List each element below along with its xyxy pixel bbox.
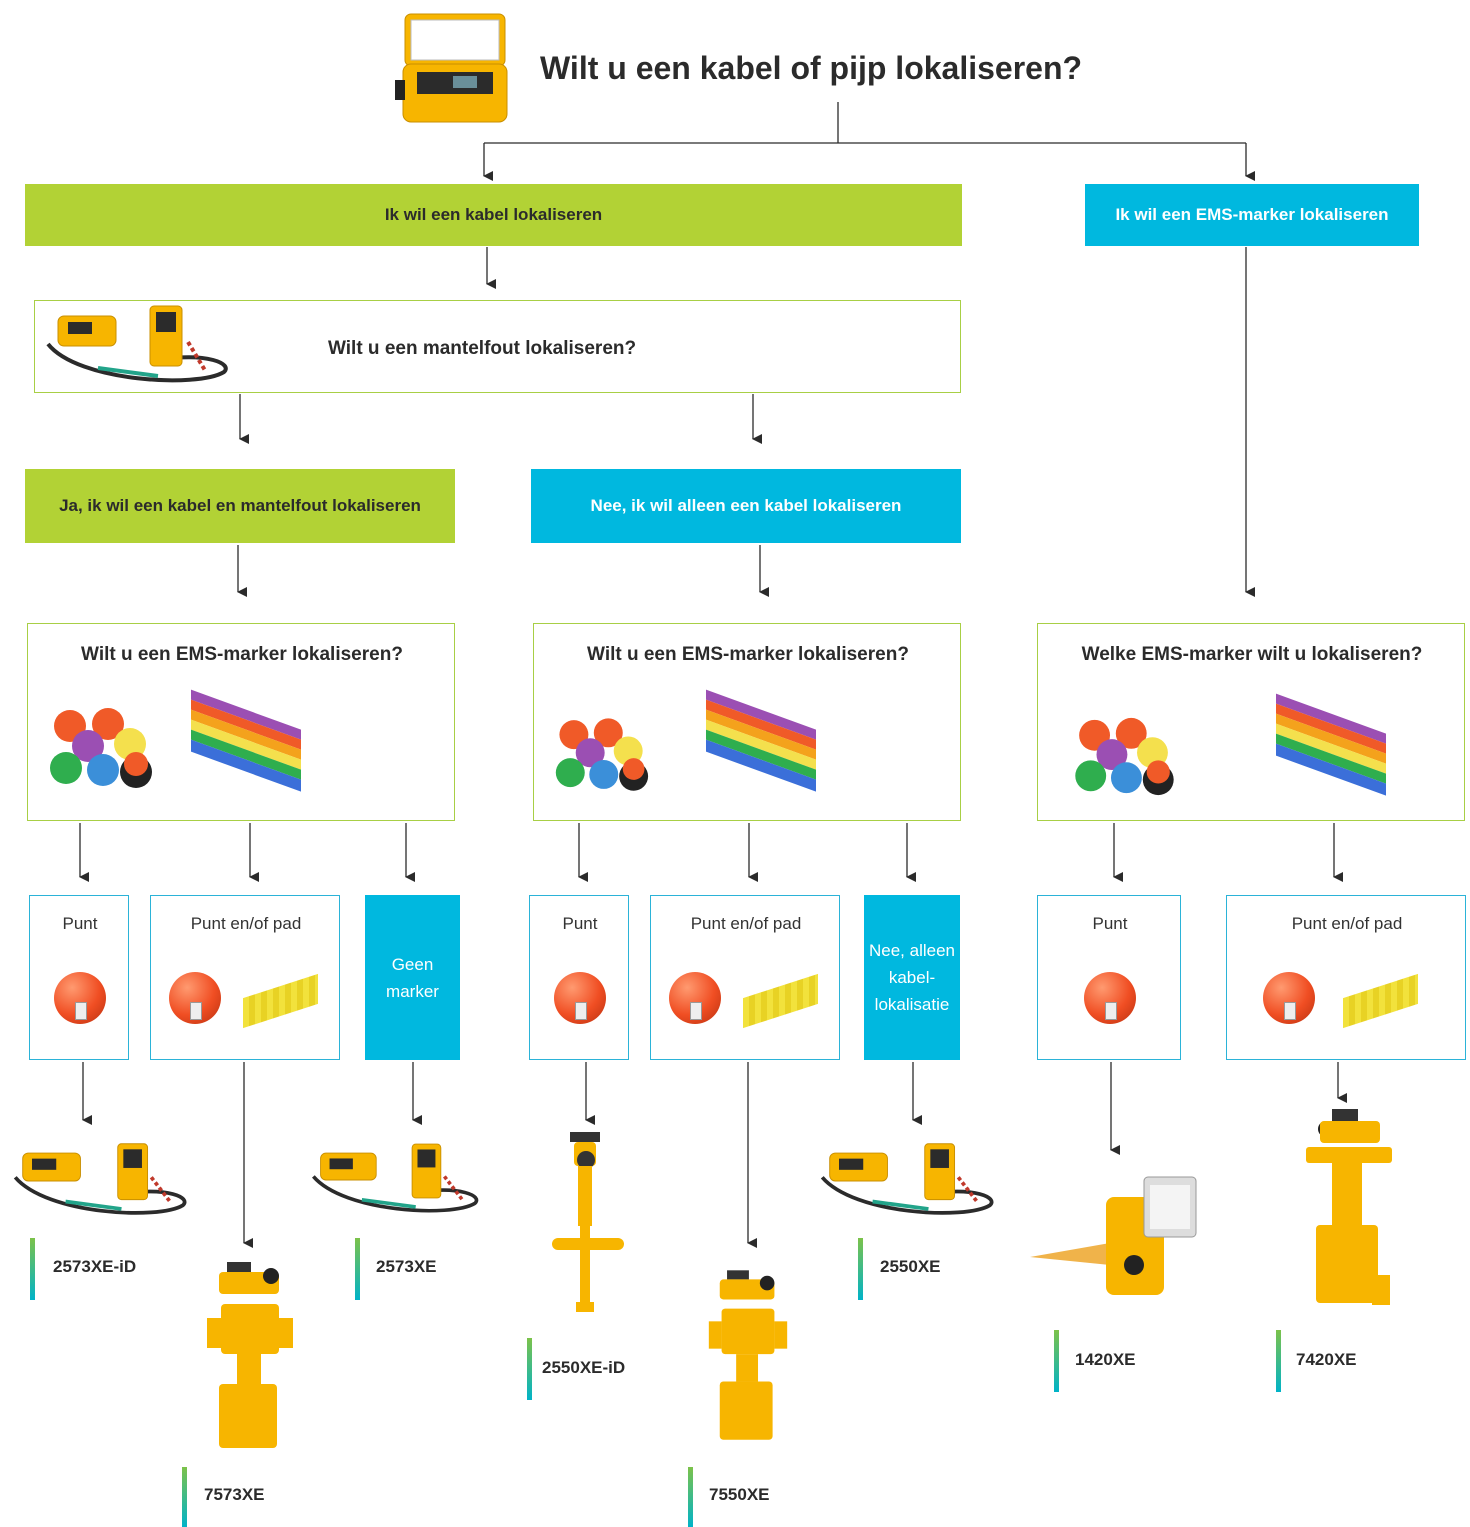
marker-question-box-left: Wilt u een EMS-marker lokaliseren? (27, 623, 455, 821)
model-7573xe: 7573XE (204, 1485, 265, 1504)
locator-kit-icon (8, 1140, 193, 1222)
option-m2-label: Punt en/of pad (690, 914, 802, 933)
option-l1-label: Punt (62, 914, 98, 933)
locator-kit-icon (38, 302, 233, 390)
ems-marker-tape-icon (1266, 690, 1394, 805)
option-l2: Punt en/of pad (150, 895, 340, 1060)
ems-marker-balls-icon (554, 716, 649, 794)
ems-ball-marker-icon (54, 972, 106, 1024)
model-bar (182, 1467, 187, 1527)
utility-locator-icon (707, 1258, 789, 1453)
model-7420xe: 7420XE (1296, 1350, 1357, 1369)
model-1420xe: 1420XE (1075, 1350, 1136, 1369)
model-7550xe: 7550XE (709, 1485, 770, 1504)
locator-kit-icon (815, 1140, 1000, 1222)
marker-question-middle: Wilt u een EMS-marker lokaliseren? (587, 644, 909, 665)
branch-cable: Ik wil een kabel lokaliseren (25, 184, 962, 246)
model-bar (355, 1238, 360, 1300)
option-m1-label: Punt (562, 914, 598, 933)
ems-ball-marker-icon (554, 972, 606, 1024)
option-m1: Punt (529, 895, 629, 1060)
probe-locator-icon (548, 1130, 628, 1320)
answer-no: Nee, ik wil alleen een kabel lokaliseren (531, 469, 961, 543)
model-bar (1276, 1330, 1281, 1392)
option-l3: Geen marker (365, 895, 460, 1060)
option-r1: Punt (1037, 895, 1181, 1060)
model-2573xe-id: 2573XE-iD (53, 1257, 137, 1276)
ems-ball-marker-icon (169, 972, 221, 1024)
locator-kit-icon (308, 1140, 483, 1220)
ems-marker-tape-icon (696, 686, 824, 801)
branch-ems: Ik wil een EMS-marker lokaliseren (1085, 184, 1419, 246)
model-bar (30, 1238, 35, 1300)
model-2550xe-id: 2550XE-iD (542, 1358, 626, 1377)
option-l1: Punt (29, 895, 129, 1060)
marker-locator-icon (1302, 1105, 1397, 1315)
option-m3: Nee, alleen kabel-lokalisatie (864, 895, 960, 1060)
model-bar (1054, 1330, 1059, 1392)
option-r2: Punt en/of pad (1226, 895, 1466, 1060)
ems-marker-tape-icon (181, 686, 309, 801)
model-bar (527, 1338, 532, 1400)
option-l2-label: Punt en/of pad (190, 914, 302, 933)
sheath-question: Wilt u een mantelfout lokaliseren? (328, 338, 637, 359)
transmitter-case-icon (393, 10, 517, 128)
ems-marker-balls-icon (48, 706, 153, 791)
option-r2-label: Punt en/of pad (1291, 914, 1403, 933)
option-r1-label: Punt (1092, 914, 1128, 933)
sheath-question-box (34, 300, 961, 393)
answer-yes: Ja, ik wil een kabel en mantelfout lokal… (25, 469, 455, 543)
page-title: Wilt u een kabel of pijp lokaliseren? (540, 50, 1083, 86)
ems-ball-marker-icon (669, 972, 721, 1024)
model-bar (688, 1467, 693, 1527)
marker-question-box-right: Welke EMS-marker wilt u lokaliseren? (1037, 623, 1465, 821)
utility-locator-icon (205, 1258, 295, 1453)
ems-marker-balls-icon (1070, 716, 1178, 798)
marker-question-left: Wilt u een EMS-marker lokaliseren? (81, 644, 403, 665)
model-2550xe: 2550XE (880, 1257, 941, 1276)
option-m2: Punt en/of pad (650, 895, 840, 1060)
marker-question-right: Welke EMS-marker wilt u lokaliseren? (1081, 644, 1423, 665)
ems-ball-marker-icon (1263, 972, 1315, 1024)
ems-tape-marker-icon (743, 973, 818, 1029)
ems-tape-marker-icon (1343, 973, 1418, 1029)
model-bar (858, 1238, 863, 1300)
ems-ball-marker-icon (1084, 972, 1136, 1024)
handheld-marker-locator-icon (1030, 1175, 1198, 1300)
model-2573xe: 2573XE (376, 1257, 437, 1276)
marker-question-box-middle: Wilt u een EMS-marker lokaliseren? (533, 623, 961, 821)
ems-tape-marker-icon (243, 973, 318, 1029)
